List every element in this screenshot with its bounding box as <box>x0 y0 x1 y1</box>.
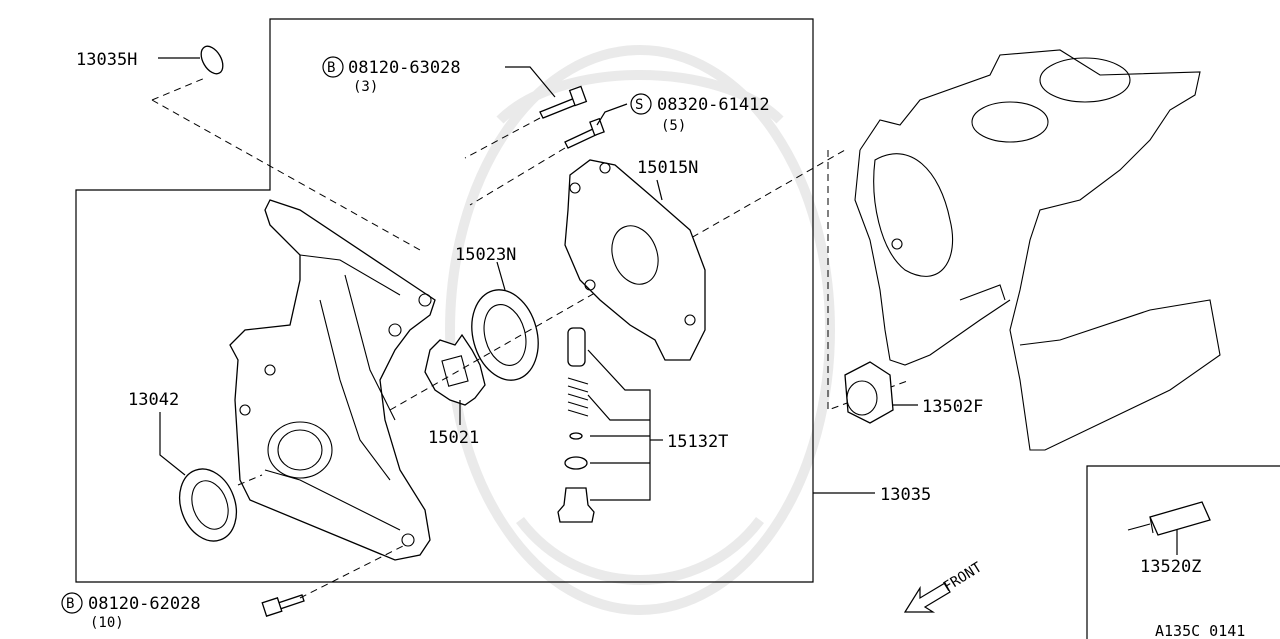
bolt-label-b1: B 08120-63028 (3) <box>322 56 461 95</box>
oil-seal-13042 <box>178 468 238 542</box>
bolt-prefix-b2: B <box>66 596 74 612</box>
label-13520Z: 13520Z <box>1140 557 1201 577</box>
engine-block-outline <box>854 49 1221 451</box>
pump-housing-15015N <box>564 159 706 361</box>
sealant-box: 13520Z <box>1086 465 1280 639</box>
screw-08320-61412 <box>564 117 605 149</box>
label-13035: 13035 <box>880 485 931 505</box>
label-13035H: 13035H <box>76 50 137 70</box>
bolt-label-s1: S 08320-61412 (5) <box>630 93 770 134</box>
bolt-08120-63028 <box>539 85 588 119</box>
label-15021: 15021 <box>428 428 479 448</box>
bushing-13502F <box>844 361 894 424</box>
diagram-reference: A135C 0141 <box>1155 622 1245 639</box>
label-15132T: 15132T <box>667 432 728 452</box>
bolt-number-s1: 08320-61412 <box>657 95 770 115</box>
bolt-number-b1: 08120-63028 <box>348 58 461 78</box>
front-cover-13035 <box>229 199 436 561</box>
bolt-prefix-b1: B <box>327 60 335 76</box>
bolt-qty-b2: (10) <box>90 615 124 631</box>
label-13042: 13042 <box>128 390 179 410</box>
bolt-label-b2: B 08120-62028 (10) <box>61 592 201 631</box>
front-label: FRONT <box>941 559 986 595</box>
assembly-frame <box>75 18 814 583</box>
inner-gear-15021 <box>424 333 486 406</box>
label-13502F: 13502F <box>922 397 983 417</box>
front-arrow: FRONT <box>903 559 986 613</box>
label-15023N: 15023N <box>455 245 516 265</box>
label-15015N: 15015N <box>637 158 698 178</box>
bolt-qty-b1: (3) <box>353 79 378 95</box>
relief-valve-15132T <box>557 327 595 523</box>
bolt-08120-62028 <box>261 594 305 617</box>
leader-lines <box>158 57 918 501</box>
bolt-prefix-s1: S <box>635 97 643 113</box>
plug-13035H <box>200 45 224 75</box>
bolt-qty-s1: (5) <box>661 118 686 134</box>
bolt-number-b2: 08120-62028 <box>88 594 201 614</box>
watermark-emblem <box>445 45 835 615</box>
